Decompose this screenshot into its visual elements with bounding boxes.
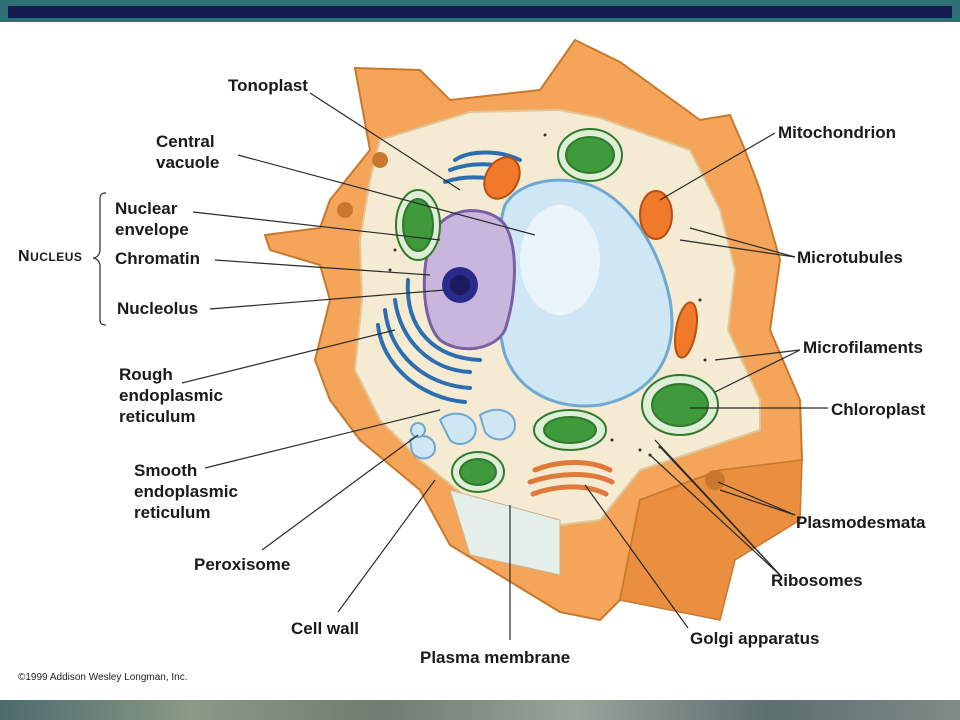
slide-title-bar <box>8 6 952 18</box>
vacuole-highlight <box>520 205 600 315</box>
chloroplast-shapes <box>395 128 719 493</box>
label-mitochondrion: Mitochondrion <box>778 123 897 142</box>
label-chloroplast: Chloroplast <box>831 400 926 419</box>
plasmodesmata-shapes <box>337 152 725 490</box>
label-nucleus-rest: UCLEUS <box>30 250 83 264</box>
label-nucleolus: Nucleolus <box>117 299 199 318</box>
label-plasma-membrane: Plasma membrane <box>420 648 571 667</box>
label-plasmodesmata: Plasmodesmata <box>796 513 926 532</box>
label-rough-er: Rough endoplasmic reticulum <box>119 365 223 426</box>
label-nucleus-group: NUCLEUS <box>18 248 82 266</box>
label-smooth-er: Smooth endoplasmic reticulum <box>134 461 238 522</box>
plant-cell-diagram <box>92 38 828 640</box>
slide-top-frame <box>0 0 960 22</box>
label-microfilaments: Microfilaments <box>803 338 923 357</box>
label-cell-wall: Cell wall <box>291 619 360 638</box>
cytoplasm-lower-well <box>449 489 561 576</box>
label-ribosomes: Ribosomes <box>771 571 863 590</box>
smooth-er-shape <box>408 408 517 460</box>
slide-bottom-frame <box>0 700 960 720</box>
label-golgi-apparatus: Golgi apparatus <box>690 629 820 648</box>
label-tonoplast: Tonoplast <box>228 76 308 95</box>
cell-wall-side <box>619 459 803 621</box>
label-central-vacuole: Central vacuole <box>156 132 220 172</box>
copyright-notice: ©1999 Addison Wesley Longman, Inc. <box>18 672 188 683</box>
nucleus-bracket <box>92 192 107 326</box>
peroxisome-shape <box>410 422 426 438</box>
label-peroxisome: Peroxisome <box>194 555 291 574</box>
label-microtubules: Microtubules <box>797 248 903 267</box>
leader-lines <box>181 92 828 640</box>
golgi-shape <box>527 460 615 497</box>
label-nuclear-envelope: Nuclear envelope <box>115 199 189 239</box>
label-chromatin: Chromatin <box>115 249 200 268</box>
label-nucleus-initial: N <box>18 248 31 265</box>
mitochondria-shapes <box>483 156 698 359</box>
